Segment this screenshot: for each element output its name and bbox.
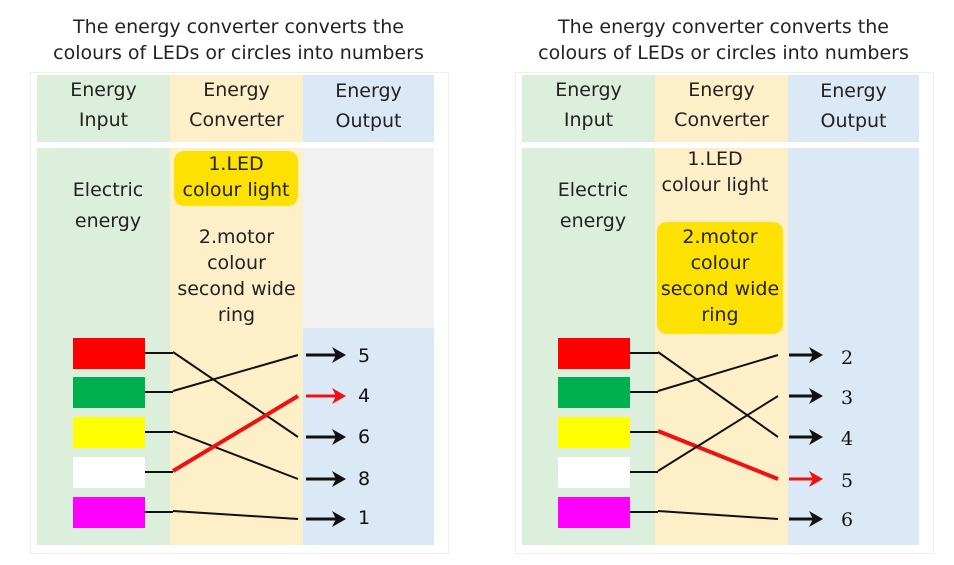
wire-stub	[145, 431, 173, 433]
wire-stub	[630, 352, 658, 354]
output-header-bg	[303, 75, 434, 142]
output-top-area	[303, 148, 434, 328]
converter-header-bg	[655, 75, 788, 142]
output-header-bg	[788, 75, 919, 142]
led-white	[73, 457, 145, 488]
wire-stub	[630, 391, 658, 393]
input-header: Energy Input	[70, 79, 137, 131]
arrow-head-icon	[809, 388, 823, 404]
led-green	[558, 377, 630, 408]
connection-line	[657, 395, 779, 472]
connection-line	[172, 430, 299, 480]
input-header-bg	[37, 75, 170, 142]
converter-item-led: 1.LED colour light	[174, 151, 298, 206]
wire-stub	[630, 471, 658, 473]
led-yellow	[73, 417, 145, 448]
panel-title: The energy converter converts the colour…	[53, 16, 424, 64]
wire-stub	[145, 391, 173, 393]
converter-item-motor: 2.motor colour second wide ring	[657, 222, 783, 334]
output-number: 5	[358, 345, 371, 367]
led-magenta	[73, 497, 145, 528]
connection-line	[657, 354, 779, 392]
converter-item-motor: 2.motor colour second wide ring	[177, 226, 296, 326]
output-number: 4	[358, 385, 371, 407]
arrow-head-icon	[809, 347, 823, 363]
led-magenta	[558, 497, 630, 528]
wire-stub	[145, 352, 173, 354]
input-label: Electric energy	[557, 179, 629, 232]
converter-column	[170, 148, 303, 545]
connection-line	[172, 354, 299, 392]
input-header-bg	[522, 75, 655, 142]
input-header: Energy Input	[555, 79, 622, 131]
output-header: Energy Output	[820, 80, 887, 132]
panel-motor: The energy converter converts the colour…	[485, 0, 954, 565]
connection-line	[172, 510, 299, 520]
output-number: 8	[358, 468, 371, 490]
converter-item-led: 1.LED colour light	[661, 148, 769, 196]
led-red	[558, 338, 630, 369]
wire-stub	[145, 511, 173, 513]
connection-wires	[657, 347, 823, 527]
connection-wires	[171, 347, 346, 527]
wire-stub	[630, 431, 658, 433]
converter-header: Energy Converter	[189, 79, 284, 131]
output-number: 3	[841, 387, 854, 409]
output-number: 2	[841, 347, 854, 369]
output-number: 1	[358, 507, 371, 529]
led-white	[558, 457, 630, 488]
output-number: 6	[841, 509, 854, 531]
input-label: Electric energy	[72, 179, 144, 232]
highlighted-connection	[657, 429, 779, 481]
diagram-frame	[515, 72, 934, 554]
panel-title: The energy converter converts the colour…	[538, 16, 909, 64]
converter-header-bg	[170, 75, 303, 142]
wire-stub	[630, 511, 658, 513]
arrow-head-icon	[332, 471, 346, 487]
connection-line	[172, 351, 299, 438]
led-yellow	[558, 417, 630, 448]
converter-column	[655, 148, 788, 545]
led-green	[73, 377, 145, 408]
output-number: 5	[841, 470, 854, 492]
output-number: 6	[358, 426, 371, 448]
output-number: 4	[841, 428, 854, 450]
wire-stub	[145, 471, 173, 473]
panel-led: The energy converter converts the colour…	[30, 16, 449, 554]
diagram-frame	[30, 72, 449, 554]
converter-header: Energy Converter	[674, 79, 769, 131]
arrow-head-icon	[332, 388, 346, 404]
highlighted-connection	[171, 394, 300, 473]
output-header: Energy Output	[335, 80, 402, 132]
connection-line	[657, 510, 779, 520]
arrow-head-icon	[809, 471, 823, 487]
arrow-head-icon	[332, 429, 346, 445]
connection-line	[657, 351, 779, 438]
arrow-head-icon	[332, 511, 346, 527]
arrow-head-icon	[809, 429, 823, 445]
arrow-head-icon	[809, 511, 823, 527]
arrow-head-icon	[332, 347, 346, 363]
led-red	[73, 338, 145, 369]
